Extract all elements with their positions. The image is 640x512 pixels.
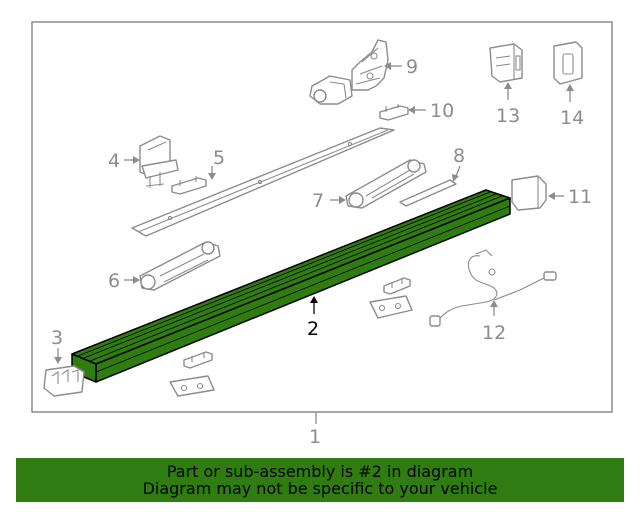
callout-8: 8 <box>453 145 465 167</box>
callout-7: 7 <box>312 190 324 212</box>
callout-14: 14 <box>560 107 584 129</box>
leader-8 <box>455 165 461 177</box>
clip-middle[interactable] <box>383 277 411 295</box>
parts-diagram: 9 10 13 14 4 5 <box>31 21 613 448</box>
callout-4: 4 <box>108 150 120 172</box>
bracket-plate-middle[interactable] <box>369 295 413 319</box>
banner-line-2: Diagram may not be specific to your vehi… <box>142 479 498 498</box>
support-rail[interactable] <box>131 127 395 237</box>
arm-part-7[interactable] <box>345 159 427 209</box>
hinge-bracket-part-4[interactable] <box>139 135 179 188</box>
callout-5: 5 <box>213 147 225 169</box>
callout-6: 6 <box>108 270 120 292</box>
running-board-part-2[interactable] <box>71 189 511 383</box>
end-cap-part-11[interactable] <box>511 175 547 211</box>
callout-3: 3 <box>51 327 63 349</box>
banner-line-1: Part or sub-assembly is #2 in diagram <box>166 462 474 481</box>
callout-2: 2 <box>307 318 319 340</box>
clip-part-5[interactable] <box>171 176 207 195</box>
clip-lower[interactable] <box>183 351 213 369</box>
callout-11: 11 <box>568 186 592 208</box>
strip-part-8[interactable] <box>399 179 457 207</box>
bracket-plate-lower[interactable] <box>169 375 215 397</box>
info-banner: Part or sub-assembly is #2 in diagram Di… <box>16 458 624 502</box>
callout-13: 13 <box>496 105 520 127</box>
cover-part-14[interactable] <box>553 41 583 85</box>
callout-1: 1 <box>309 426 321 448</box>
control-module-part-13[interactable] <box>489 43 523 83</box>
callout-10: 10 <box>430 100 454 122</box>
clip-part-10[interactable] <box>379 104 409 121</box>
callout-9: 9 <box>406 56 418 78</box>
motor-bracket-part-9[interactable] <box>309 39 389 105</box>
end-cap-part-3[interactable] <box>43 365 85 397</box>
wiring-harness-part-12[interactable] <box>429 249 557 327</box>
callout-12: 12 <box>482 322 506 344</box>
arm-part-6[interactable] <box>139 241 221 291</box>
